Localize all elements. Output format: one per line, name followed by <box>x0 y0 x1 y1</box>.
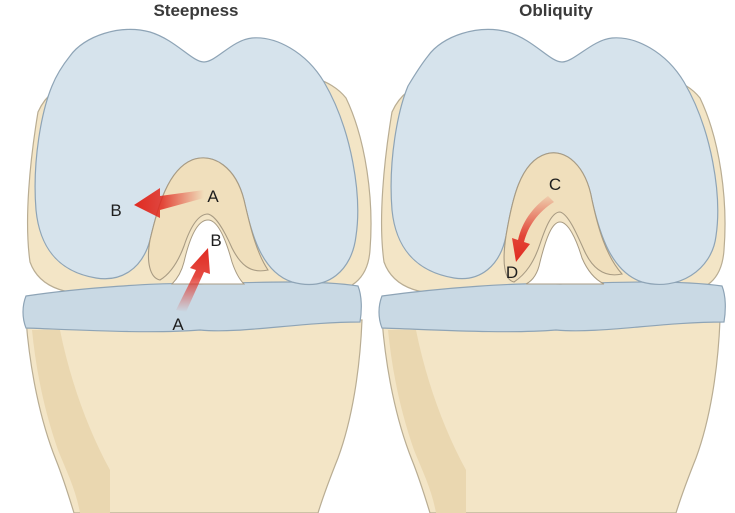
label-a-lower: A <box>172 315 184 334</box>
right-intercondylar-notch <box>503 152 624 283</box>
left-tibia <box>25 319 363 513</box>
label-b-lower: B <box>210 231 221 250</box>
steepness-title: Steepness <box>153 1 239 20</box>
right-femoral-condyles <box>390 28 719 286</box>
right-tibia <box>381 319 721 513</box>
label-c: C <box>549 175 561 194</box>
label-d: D <box>506 263 518 282</box>
right-knee <box>378 28 726 513</box>
label-b-upper: B <box>110 201 121 220</box>
label-a-upper: A <box>207 187 219 206</box>
left-knee <box>22 28 372 513</box>
left-steepness-arrow-horizontal <box>134 188 204 218</box>
left-steepness-arrow-vertical <box>176 248 210 312</box>
left-intercondylar-notch <box>147 157 269 281</box>
right-obliquity-arrow <box>512 196 554 262</box>
left-femoral-condyles <box>34 28 359 286</box>
obliquity-title: Obliquity <box>519 1 593 20</box>
